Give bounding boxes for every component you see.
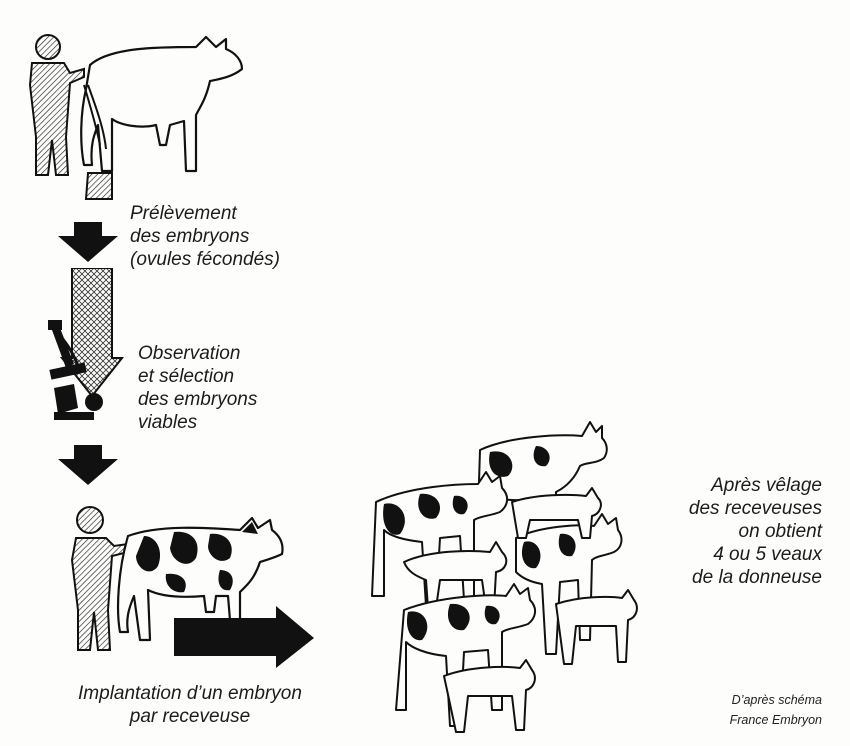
donor-cow-illustration [28, 34, 244, 200]
label-result: Après vêlage des receveuses on obtient 4… [689, 474, 822, 589]
label-line: par receveuse [129, 706, 251, 727]
herd-calf [555, 589, 638, 665]
flow-arrow-down-1 [58, 222, 118, 262]
donor-cow-outline [80, 35, 244, 173]
label-line: 4 ou 5 veaux [713, 544, 822, 565]
label-line: on obtient [738, 521, 822, 542]
credit-line: D’après schéma [731, 693, 822, 707]
herd-calf [511, 487, 602, 539]
label-line: viables [138, 412, 198, 433]
label-line: de la donneuse [692, 567, 822, 588]
label-embryo-selection: Observation et sélection des embryons vi… [138, 342, 257, 434]
label-line: Implantation d’un embryon [78, 683, 302, 704]
microscope-illustration [48, 268, 125, 420]
credit-line: France Embryon [729, 713, 822, 727]
collection-bottle [84, 172, 113, 200]
recipient-cow-outline [116, 516, 284, 642]
label-line: Observation [138, 343, 241, 364]
hatched-arrow [59, 268, 125, 398]
label-line: (ovules fécondés) [130, 249, 280, 270]
operator-figure-2 [70, 506, 129, 651]
operator-figure-1 [28, 34, 85, 176]
flow-arrow-down-2 [58, 445, 118, 485]
source-credit: D’après schéma France Embryon [730, 690, 822, 730]
microscope-icon [48, 320, 103, 420]
herd-calf [403, 541, 508, 609]
label-embryo-collection: Prélèvement des embryons (ovules fécondé… [130, 202, 280, 271]
herd-illustration [371, 421, 638, 733]
label-line: des receveuses [688, 498, 822, 519]
flow-arrow-right [174, 606, 314, 668]
label-line: Prélèvement [130, 203, 237, 224]
herd-calf [443, 659, 536, 733]
label-line: et sélection [138, 366, 235, 387]
label-line: Après vêlage [711, 475, 822, 496]
label-line: des embryons [138, 389, 258, 410]
recipient-cow-illustration [70, 506, 314, 668]
label-line: des embryons [130, 226, 250, 247]
label-implantation: Implantation d’un embryon par receveuse [40, 682, 340, 728]
